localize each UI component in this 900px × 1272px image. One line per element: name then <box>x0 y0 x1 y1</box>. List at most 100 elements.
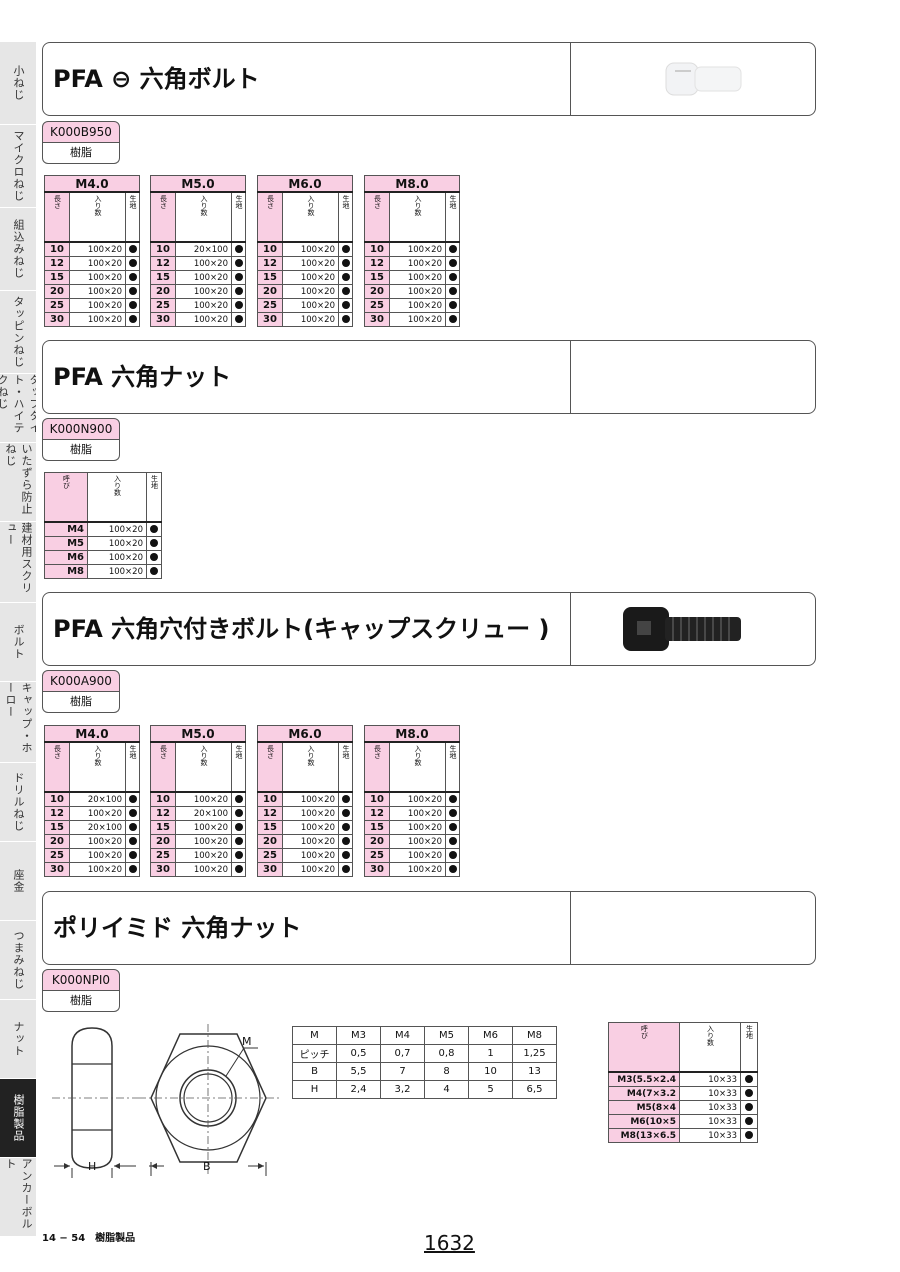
qty-cell: 100×20 <box>389 298 446 313</box>
column-header-text: 生地 <box>342 745 350 759</box>
qty-cell: 100×20 <box>69 298 126 313</box>
side-tab[interactable]: ドリルねじ <box>0 763 36 842</box>
stock-dot <box>125 270 140 285</box>
stock-dot <box>338 298 353 313</box>
qty-cell: 100×20 <box>282 791 339 807</box>
product-code-box: K000N900 樹脂 <box>42 418 120 461</box>
page-number: 1632 <box>424 1231 475 1255</box>
qty-cell: 100×20 <box>282 806 339 821</box>
stock-dot <box>740 1071 758 1087</box>
stock-dot <box>125 256 140 271</box>
side-tab[interactable]: つまみねじ <box>0 921 36 1000</box>
length-cell: 12 <box>44 806 70 821</box>
qty-cell: 100×20 <box>69 834 126 849</box>
dimension-cell: 8 <box>424 1062 469 1081</box>
stock-dot <box>231 791 246 807</box>
side-tab[interactable]: ナット <box>0 1000 36 1079</box>
nominal-cell: M8(13×6.5 <box>608 1128 680 1143</box>
nominal-cell: M3(5.5×2.4 <box>608 1071 680 1087</box>
section-title: PFA 六角穴付きボルト(キャップスクリュー ) <box>53 615 550 643</box>
length-cell: 15 <box>257 820 283 835</box>
stock-dot <box>231 241 246 257</box>
qty-cell: 100×20 <box>69 862 126 877</box>
product-code: K000B950 <box>42 121 120 143</box>
dimension-b-label: B <box>203 1160 211 1173</box>
qty-cell: 100×20 <box>389 284 446 299</box>
column-header-text: 入り数 <box>414 745 422 766</box>
qty-cell: 100×20 <box>175 834 232 849</box>
qty-header: 入り数 <box>69 191 126 243</box>
side-tab[interactable]: 座金 <box>0 842 36 921</box>
dimension-cell: M <box>292 1026 337 1045</box>
length-cell: 30 <box>364 312 390 327</box>
side-tab[interactable]: ボルト <box>0 603 36 682</box>
dimension-cell: 1,25 <box>512 1044 557 1063</box>
qty-cell: 20×100 <box>69 820 126 835</box>
side-tab[interactable]: 建材用スクリュー <box>0 522 36 603</box>
stock-dot <box>338 312 353 327</box>
qty-header: 入り数 <box>69 741 126 793</box>
side-tab[interactable]: アンカーボルト <box>0 1158 36 1237</box>
qty-header: 入り数 <box>87 472 147 523</box>
stock-dot <box>338 791 353 807</box>
column-header-text: 入り数 <box>307 745 315 766</box>
side-tab[interactable]: タッピンねじ <box>0 291 36 374</box>
qty-cell: 100×20 <box>389 791 446 807</box>
length-cell: 25 <box>150 848 176 863</box>
qty-cell: 10×33 <box>679 1086 741 1101</box>
side-tab[interactable]: 小ねじ <box>0 42 36 125</box>
section-title: PFA 六角ナット <box>53 363 232 391</box>
length-cell: 10 <box>364 791 390 807</box>
qty-cell: 10×33 <box>679 1100 741 1115</box>
size-header: M8.0 <box>364 175 460 193</box>
side-tab[interactable]: マイクロねじ <box>0 125 36 208</box>
side-tab[interactable]: 組込みねじ <box>0 208 36 291</box>
material-header: 生地 <box>445 741 460 793</box>
column-header-text: 生地 <box>235 745 243 759</box>
stock-dot <box>445 298 460 313</box>
stock-dot <box>445 241 460 257</box>
dimension-cell: 5 <box>468 1080 513 1099</box>
qty-cell: 100×20 <box>87 521 147 537</box>
stock-dot <box>146 536 162 551</box>
length-cell: 20 <box>364 284 390 299</box>
side-tab[interactable]: いたずら防止ねじ <box>0 443 36 522</box>
qty-cell: 100×20 <box>175 848 232 863</box>
stock-dot <box>445 791 460 807</box>
dimension-cell: M8 <box>512 1026 557 1045</box>
qty-cell: 100×20 <box>175 312 232 327</box>
side-tab[interactable]: 樹脂製品 <box>0 1079 36 1158</box>
side-tab[interactable]: タップタイト・ハイテクねじ <box>0 374 36 443</box>
length-cell: 25 <box>364 298 390 313</box>
nominal-header: 呼び <box>608 1022 680 1073</box>
product-code-box: K000A900 樹脂 <box>42 670 120 713</box>
material-header: 生地 <box>125 741 140 793</box>
stock-dot <box>231 862 246 877</box>
side-tab[interactable]: キャップ・ホーロー <box>0 682 36 763</box>
length-cell: 30 <box>364 862 390 877</box>
length-cell: 25 <box>257 298 283 313</box>
stock-dot <box>740 1086 758 1101</box>
stock-dot <box>338 284 353 299</box>
dimension-cell: 13 <box>512 1062 557 1081</box>
length-cell: 25 <box>44 848 70 863</box>
stock-dot <box>125 298 140 313</box>
